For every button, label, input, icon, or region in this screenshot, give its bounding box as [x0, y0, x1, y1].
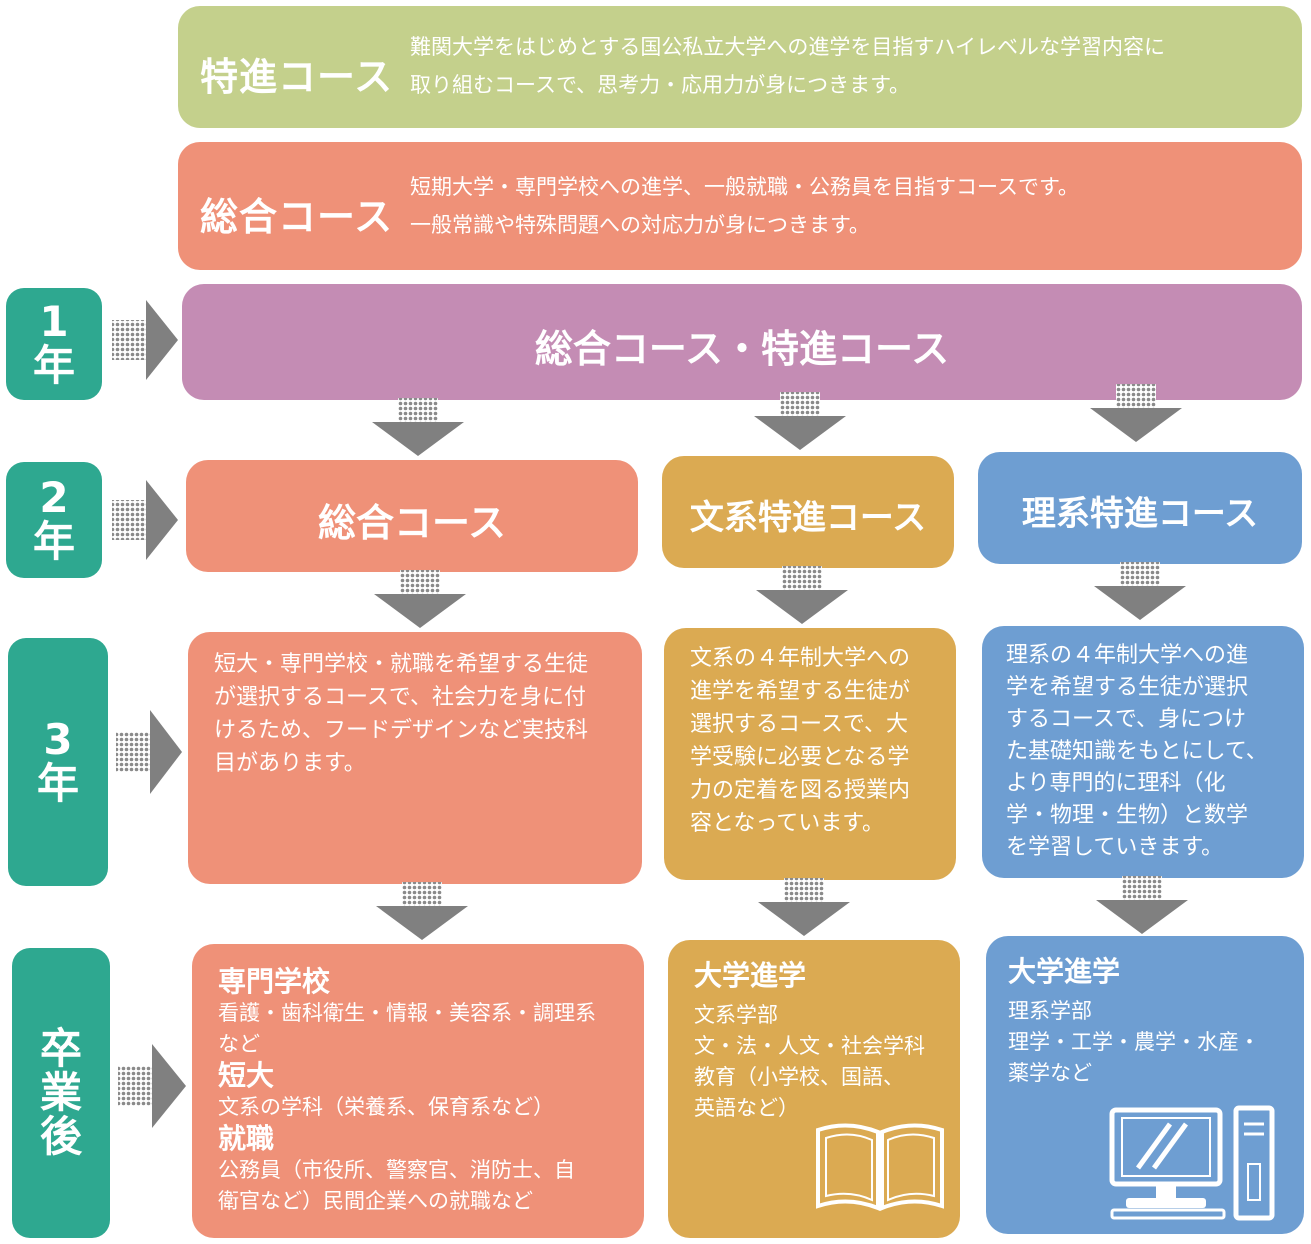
down-arrow-2-rikei [1094, 562, 1186, 620]
desktop-computer-icon [1109, 1105, 1275, 1221]
year3-bunkei-line: 進学を希望する生徒が [690, 679, 911, 704]
year2-bunkei-title: 文系特進コース [689, 498, 927, 538]
right-arrow-graduation [118, 1044, 186, 1128]
year3-bunkei-line: 学受験に必要となる学 [690, 745, 910, 770]
year3-rikei-line: より専門的に理科（化 [1006, 771, 1226, 796]
after-bunkei-line: 文・法・人文・社会学科 [694, 1034, 925, 1058]
year3-rikei-line: を学習していきます。 [1006, 835, 1224, 860]
down-arrow-1-rikei [1090, 384, 1182, 442]
down-arrow-1-bunkei [754, 392, 846, 450]
after-sogo-heading-senmon: 専門学校 [218, 965, 331, 998]
year3-sogo-line: 短大・専門学校・就職を希望する生徒 [214, 652, 589, 677]
right-arrow-year1 [112, 300, 178, 380]
down-arrow-1-sogo [372, 398, 464, 456]
sogo-desc-line2: 一般常識や特殊問題への対応力が身につきます。 [410, 213, 870, 237]
year2-sogo-title: 総合コース [317, 501, 507, 545]
after-rikei-box: 大学進学 理系学部 理学・工学・農学・水産・ 薬学など [986, 936, 1304, 1234]
after-sogo-line: 文系の学科（栄養系、保育系など） [218, 1095, 554, 1119]
year3-bunkei-text: 文系の４年制大学への 進学を希望する生徒が 選択するコースで、大 学受験に必要と… [690, 642, 910, 840]
after-sogo-line: 衛官など）民間企業への就職など [218, 1189, 533, 1213]
year3-sogo-box: 短大・専門学校・就職を希望する生徒 が選択するコースで、社会力を身に付 けるため… [188, 632, 642, 884]
year-1-number: 1 [39, 297, 69, 346]
after-sogo-line: 公務員（市役所、警察官、消防士、自 [218, 1158, 575, 1182]
after-rikei-line: 理学・工学・農学・水産・ [1008, 1030, 1260, 1054]
after-sogo-text: 専門学校 看護・歯科衛生・情報・美容系・調理系 など 短大 文系の学科（栄養系、… [218, 966, 596, 1217]
year3-rikei-line: 学を希望する生徒が選択 [1006, 675, 1249, 700]
graduation-badge: 卒業後 [12, 948, 110, 1238]
grad-char-3: 後 [39, 1112, 82, 1161]
year3-sogo-line: けるため、フードデザインなど実技科 [214, 718, 589, 743]
tokushin-course-panel: 特進コース 難関大学をはじめとする国公私立大学への進学を目指すハイレベルな学習内… [178, 6, 1302, 128]
after-bunkei-line: 教育（小学校、国語、 [694, 1065, 904, 1089]
tokushin-course-name: 特進コース [200, 55, 394, 99]
year2-rikei-title: 理系特進コース [1021, 494, 1259, 534]
year3-bunkei-line: 選択するコースで、大 [690, 712, 909, 737]
tokushin-desc-line2: 取り組むコースで、思考力・応用力が身につきます。 [410, 73, 911, 97]
after-sogo-line: 看護・歯科衛生・情報・美容系・調理系 [218, 1001, 596, 1025]
year-3-number: 3 [43, 715, 73, 764]
year3-bunkei-line: 力の定着を図る授業内 [690, 778, 911, 803]
year3-bunkei-line: 文系の４年制大学への [690, 646, 911, 671]
after-bunkei-line: 文系学部 [694, 1003, 778, 1027]
year1-course-title: 総合コース・特進コース [534, 327, 950, 371]
year2-rikei-box: 理系特進コース [978, 452, 1302, 564]
sogo-desc-line1: 短期大学・専門学校への進学、一般就職・公務員を目指すコースです。 [410, 175, 1079, 199]
year3-sogo-line: 目があります。 [214, 751, 366, 776]
year3-bunkei-box: 文系の４年制大学への 進学を希望する生徒が 選択するコースで、大 学受験に必要と… [664, 628, 956, 880]
sogo-course-name: 総合コース [200, 195, 394, 239]
grad-char-2: 業 [39, 1068, 82, 1117]
year3-sogo-text: 短大・専門学校・就職を希望する生徒 が選択するコースで、社会力を身に付 けるため… [214, 648, 588, 780]
sogo-course-desc: 短期大学・専門学校への進学、一般就職・公務員を目指すコースです。 一般常識や特殊… [410, 168, 1079, 244]
year3-bunkei-line: 容となっています。 [690, 811, 885, 836]
after-bunkei-line: 英語など） [694, 1096, 799, 1120]
after-rikei-text: 大学進学 理系学部 理学・工学・農学・水産・ 薬学など [1008, 956, 1260, 1089]
year3-rikei-line: 理系の４年制大学への進 [1006, 643, 1249, 668]
year3-rikei-line: た基礎知識をもとにして、 [1006, 739, 1268, 764]
after-rikei-line: 薬学など [1008, 1061, 1092, 1085]
open-book-icon [816, 1123, 944, 1211]
down-arrow-3-rikei [1096, 876, 1188, 934]
down-arrow-2-sogo [374, 570, 466, 628]
year2-bunkei-box: 文系特進コース [662, 456, 954, 568]
year-3-unit: 年 [36, 759, 79, 808]
grad-char-1: 卒 [39, 1024, 82, 1073]
sogo-course-panel: 総合コース 短期大学・専門学校への進学、一般就職・公務員を目指すコースです。 一… [178, 142, 1302, 270]
year3-rikei-line: 学・物理・生物）と数学 [1006, 803, 1249, 828]
year3-rikei-text: 理系の４年制大学への進 学を希望する生徒が選択 するコースで、身につけ た基礎知… [1006, 640, 1268, 864]
year-2-unit: 年 [32, 517, 75, 566]
year-2-number: 2 [39, 473, 69, 522]
year3-rikei-line: するコースで、身につけ [1006, 707, 1247, 732]
year2-sogo-box: 総合コース [186, 460, 638, 572]
right-arrow-year3 [116, 710, 182, 794]
year3-rikei-box: 理系の４年制大学への進 学を希望する生徒が選択 するコースで、身につけ た基礎知… [982, 626, 1304, 878]
year1-course-box: 総合コース・特進コース [182, 284, 1302, 400]
after-bunkei-text: 大学進学 文系学部 文・法・人文・社会学科 教育（小学校、国語、 英語など） [694, 960, 925, 1124]
down-arrow-3-bunkei [758, 878, 850, 936]
after-sogo-heading-shushoku: 就職 [218, 1122, 275, 1155]
tokushin-course-desc: 難関大学をはじめとする国公私立大学への進学を目指すハイレベルな学習内容に 取り組… [410, 28, 1165, 104]
down-arrow-3-sogo [376, 882, 468, 940]
after-bunkei-box: 大学進学 文系学部 文・法・人文・社会学科 教育（小学校、国語、 英語など） [668, 940, 960, 1238]
after-sogo-line: など [218, 1032, 260, 1056]
after-sogo-heading-tandai: 短大 [218, 1059, 275, 1092]
after-rikei-heading: 大学進学 [1008, 955, 1121, 988]
year3-sogo-line: が選択するコースで、社会力を身に付 [214, 685, 587, 710]
after-bunkei-heading: 大学進学 [694, 959, 807, 992]
right-arrow-year2 [112, 480, 178, 560]
after-sogo-box: 専門学校 看護・歯科衛生・情報・美容系・調理系 など 短大 文系の学科（栄養系、… [192, 944, 644, 1238]
after-rikei-line: 理系学部 [1008, 999, 1092, 1023]
year-1-unit: 年 [32, 341, 75, 390]
tokushin-desc-line1: 難関大学をはじめとする国公私立大学への進学を目指すハイレベルな学習内容に [410, 35, 1165, 59]
down-arrow-2-bunkei [756, 566, 848, 624]
